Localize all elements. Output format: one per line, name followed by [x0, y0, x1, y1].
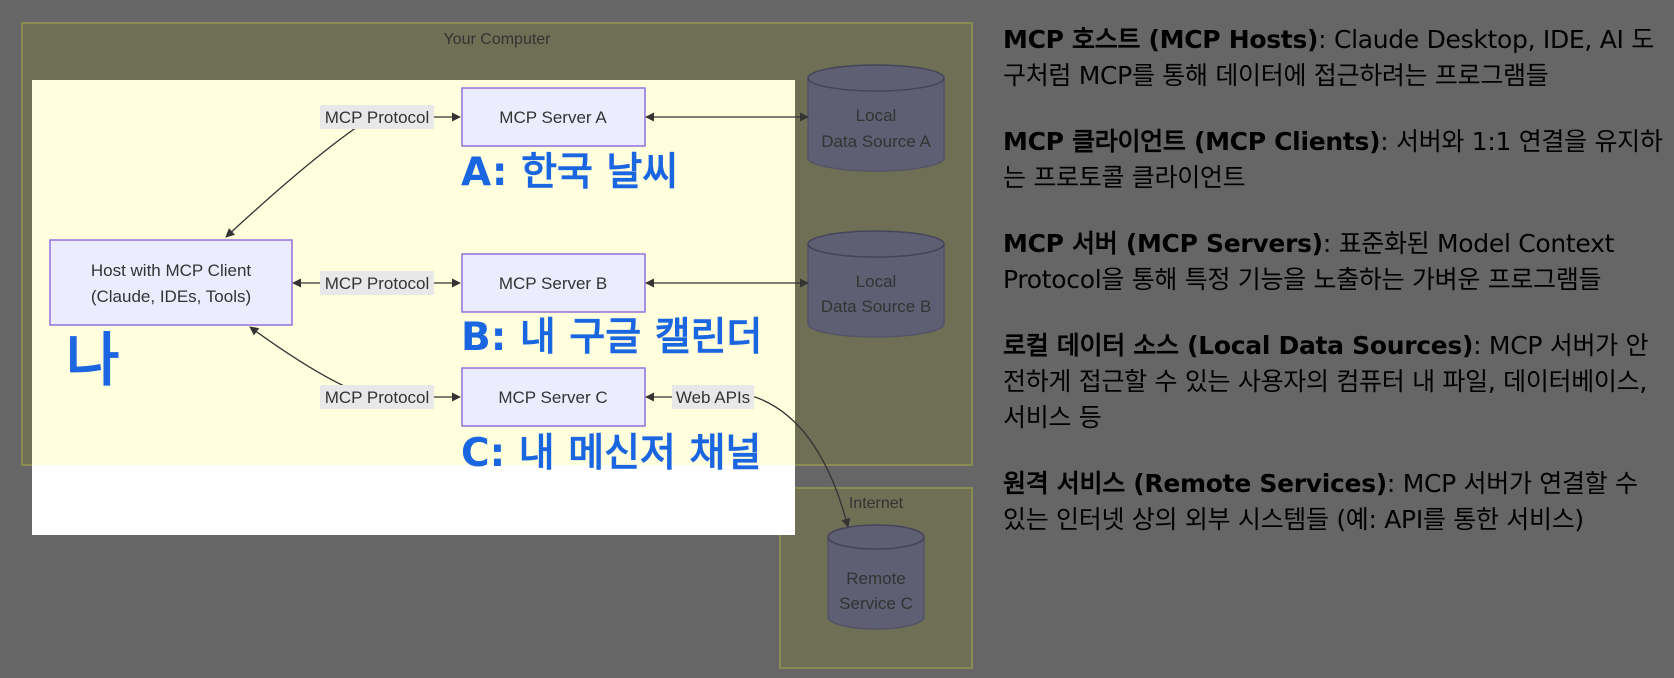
term-clients: MCP 클라이언트 (MCP Clients): [1003, 127, 1381, 156]
remote-c-line1: Remote: [846, 569, 906, 588]
term-remote-services: 원격 서비스 (Remote Services): [1003, 469, 1387, 498]
svg-text:Web APIs: Web APIs: [676, 388, 750, 407]
edge-label-web-apis: Web APIs: [672, 385, 754, 409]
description-list: MCP 호스트 (MCP Hosts): Claude Desktop, IDE…: [1003, 22, 1668, 568]
edge-server-c-remote: [645, 392, 851, 528]
edge-label-a: MCP Protocol: [320, 105, 434, 129]
text-hosts: : Claude Desktop, IDE, AI 도구처럼 MCP를 통해 데…: [1003, 25, 1654, 90]
remote-service-c: Remote Service C: [827, 524, 925, 630]
host-line2: (Claude, IDEs, Tools): [91, 287, 251, 306]
svg-text:MCP Protocol: MCP Protocol: [325, 274, 430, 293]
svg-text:MCP Server A: MCP Server A: [499, 108, 607, 127]
host-node: Host with MCP Client (Claude, IDEs, Tool…: [49, 239, 293, 326]
host-line1: Host with MCP Client: [91, 261, 252, 280]
svg-text:MCP Protocol: MCP Protocol: [325, 388, 430, 407]
term-local-sources: 로컬 데이터 소스 (Local Data Sources): [1003, 331, 1474, 360]
text-servers: : 표준화된 Model Context Protocol을 통해 특정 기능을…: [1003, 229, 1615, 294]
server-b-node: MCP Server B: [461, 253, 646, 313]
local-a-line1: Local: [856, 106, 897, 125]
description-remote-services: 원격 서비스 (Remote Services): MCP 서버가 연결할 수 …: [1003, 466, 1668, 538]
description-hosts: MCP 호스트 (MCP Hosts): Claude Desktop, IDE…: [1003, 22, 1668, 94]
local-data-source-a: Local Data Source A: [807, 64, 945, 172]
local-b-line2: Data Source B: [821, 297, 932, 316]
server-a-node: MCP Server A: [461, 87, 646, 147]
description-clients: MCP 클라이언트 (MCP Clients): 서버와 1:1 연결을 유지하…: [1003, 124, 1668, 196]
your-computer-label: Your Computer: [443, 31, 551, 48]
edge-label-c: MCP Protocol: [320, 385, 434, 409]
description-servers: MCP 서버 (MCP Servers): 표준화된 Model Context…: [1003, 226, 1668, 298]
local-data-source-b: Local Data Source B: [807, 230, 945, 338]
local-b-line1: Local: [856, 272, 897, 291]
svg-text:MCP Protocol: MCP Protocol: [325, 108, 430, 127]
annotation-a: A: 한국 날씨: [461, 150, 679, 195]
text-clients: : 서버와 1:1 연결을 유지하는 프로토콜 클라이언트: [1003, 127, 1663, 192]
text-remote-services: : MCP 서버가 연결할 수 있는 인터넷 상의 외부 시스템들 (예: AP…: [1003, 469, 1638, 534]
local-a-line2: Data Source A: [821, 132, 931, 151]
annotation-me: 나: [66, 326, 120, 394]
text-local-sources: : MCP 서버가 안전하게 접근할 수 있는 사용자의 컴퓨터 내 파일, 데…: [1003, 331, 1649, 432]
annotation-b: B: 내 구글 캘린더: [461, 315, 763, 360]
edge-label-b: MCP Protocol: [320, 271, 434, 295]
term-hosts: MCP 호스트 (MCP Hosts): [1003, 25, 1319, 54]
internet-label: Internet: [849, 495, 904, 512]
term-servers: MCP 서버 (MCP Servers): [1003, 229, 1323, 258]
architecture-diagram: Your Computer Internet Local Data Source…: [21, 22, 973, 669]
remote-c-line2: Service C: [839, 594, 913, 613]
description-local-sources: 로컬 데이터 소스 (Local Data Sources): MCP 서버가 …: [1003, 328, 1668, 436]
server-c-node: MCP Server C: [461, 367, 646, 427]
svg-text:MCP Server B: MCP Server B: [499, 274, 607, 293]
annotation-c: C: 내 메신저 채널: [461, 431, 762, 476]
svg-text:MCP Server C: MCP Server C: [498, 388, 607, 407]
